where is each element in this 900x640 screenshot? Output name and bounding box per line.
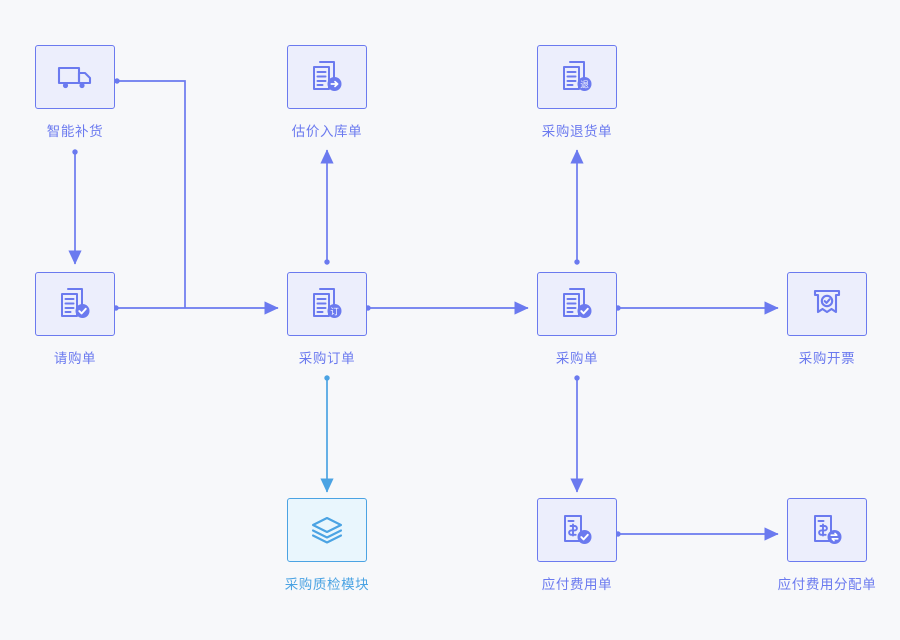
edge-purchase-bill-to-purchase-return <box>570 149 584 265</box>
node-icon-box <box>537 498 617 562</box>
node-purchase-order[interactable]: 订 采购订单 <box>267 272 387 367</box>
edge-purchase-order-to-quality-module <box>320 375 334 493</box>
svg-text:订: 订 <box>330 306 339 317</box>
truck-icon <box>57 62 93 92</box>
node-label: 请购单 <box>53 351 97 366</box>
edge-purchase-bill-to-payable-expense <box>570 375 584 493</box>
node-label: 应付费用单 <box>541 577 613 592</box>
node-payable-expense[interactable]: 应付费用单 <box>517 498 637 593</box>
invoice-check-icon <box>561 513 593 547</box>
node-label: 采购开票 <box>798 351 856 366</box>
node-icon-box: 退 <box>537 45 617 109</box>
node-payable-allocation[interactable]: 应付费用分配单 <box>767 498 887 593</box>
edge-requisition-to-purchase-order <box>113 301 279 315</box>
document-check-icon <box>58 287 92 321</box>
edge-purchase-order-to-purchase-bill <box>365 301 529 315</box>
edge-smart-replenishment-to-requisition <box>68 149 82 265</box>
node-icon-box <box>537 272 617 336</box>
document-order-icon: 订 <box>310 287 344 321</box>
node-icon-box: 订 <box>287 272 367 336</box>
node-icon-box <box>287 45 367 109</box>
node-label: 估价入库单 <box>291 124 363 139</box>
document-return-icon: 退 <box>560 60 594 94</box>
node-label: 采购单 <box>555 351 599 366</box>
node-label: 应付费用分配单 <box>777 577 877 592</box>
node-estimated-receipt[interactable]: 估价入库单 <box>267 45 387 140</box>
node-label: 采购质检模块 <box>284 577 370 592</box>
node-quality-module[interactable]: 采购质检模块 <box>267 498 387 593</box>
document-arrow-icon <box>310 60 344 94</box>
node-requisition[interactable]: 请购单 <box>15 272 135 367</box>
node-icon-box <box>35 45 115 109</box>
svg-text:退: 退 <box>580 79 589 90</box>
node-icon-box <box>287 498 367 562</box>
node-icon-box <box>35 272 115 336</box>
layers-icon <box>309 514 345 546</box>
invoice-transfer-icon <box>811 513 843 547</box>
node-icon-box <box>787 498 867 562</box>
edge-purchase-bill-to-purchase-invoicing <box>615 301 779 315</box>
node-smart-replenishment[interactable]: 智能补货 <box>15 45 135 140</box>
document-check-icon <box>560 287 594 321</box>
node-label: 智能补货 <box>46 124 104 139</box>
node-label: 采购订单 <box>298 351 356 366</box>
node-purchase-bill[interactable]: 采购单 <box>517 272 637 367</box>
certificate-check-icon <box>811 288 843 320</box>
node-purchase-invoicing[interactable]: 采购开票 <box>767 272 887 367</box>
node-purchase-return[interactable]: 退 采购退货单 <box>517 45 637 140</box>
edge-payable-expense-to-payable-allocation <box>615 527 779 541</box>
node-icon-box <box>787 272 867 336</box>
edge-smart-replenishment-to-purchase-order <box>114 78 186 308</box>
node-label: 采购退货单 <box>541 124 613 139</box>
edge-purchase-order-to-estimated-receipt <box>320 149 334 265</box>
